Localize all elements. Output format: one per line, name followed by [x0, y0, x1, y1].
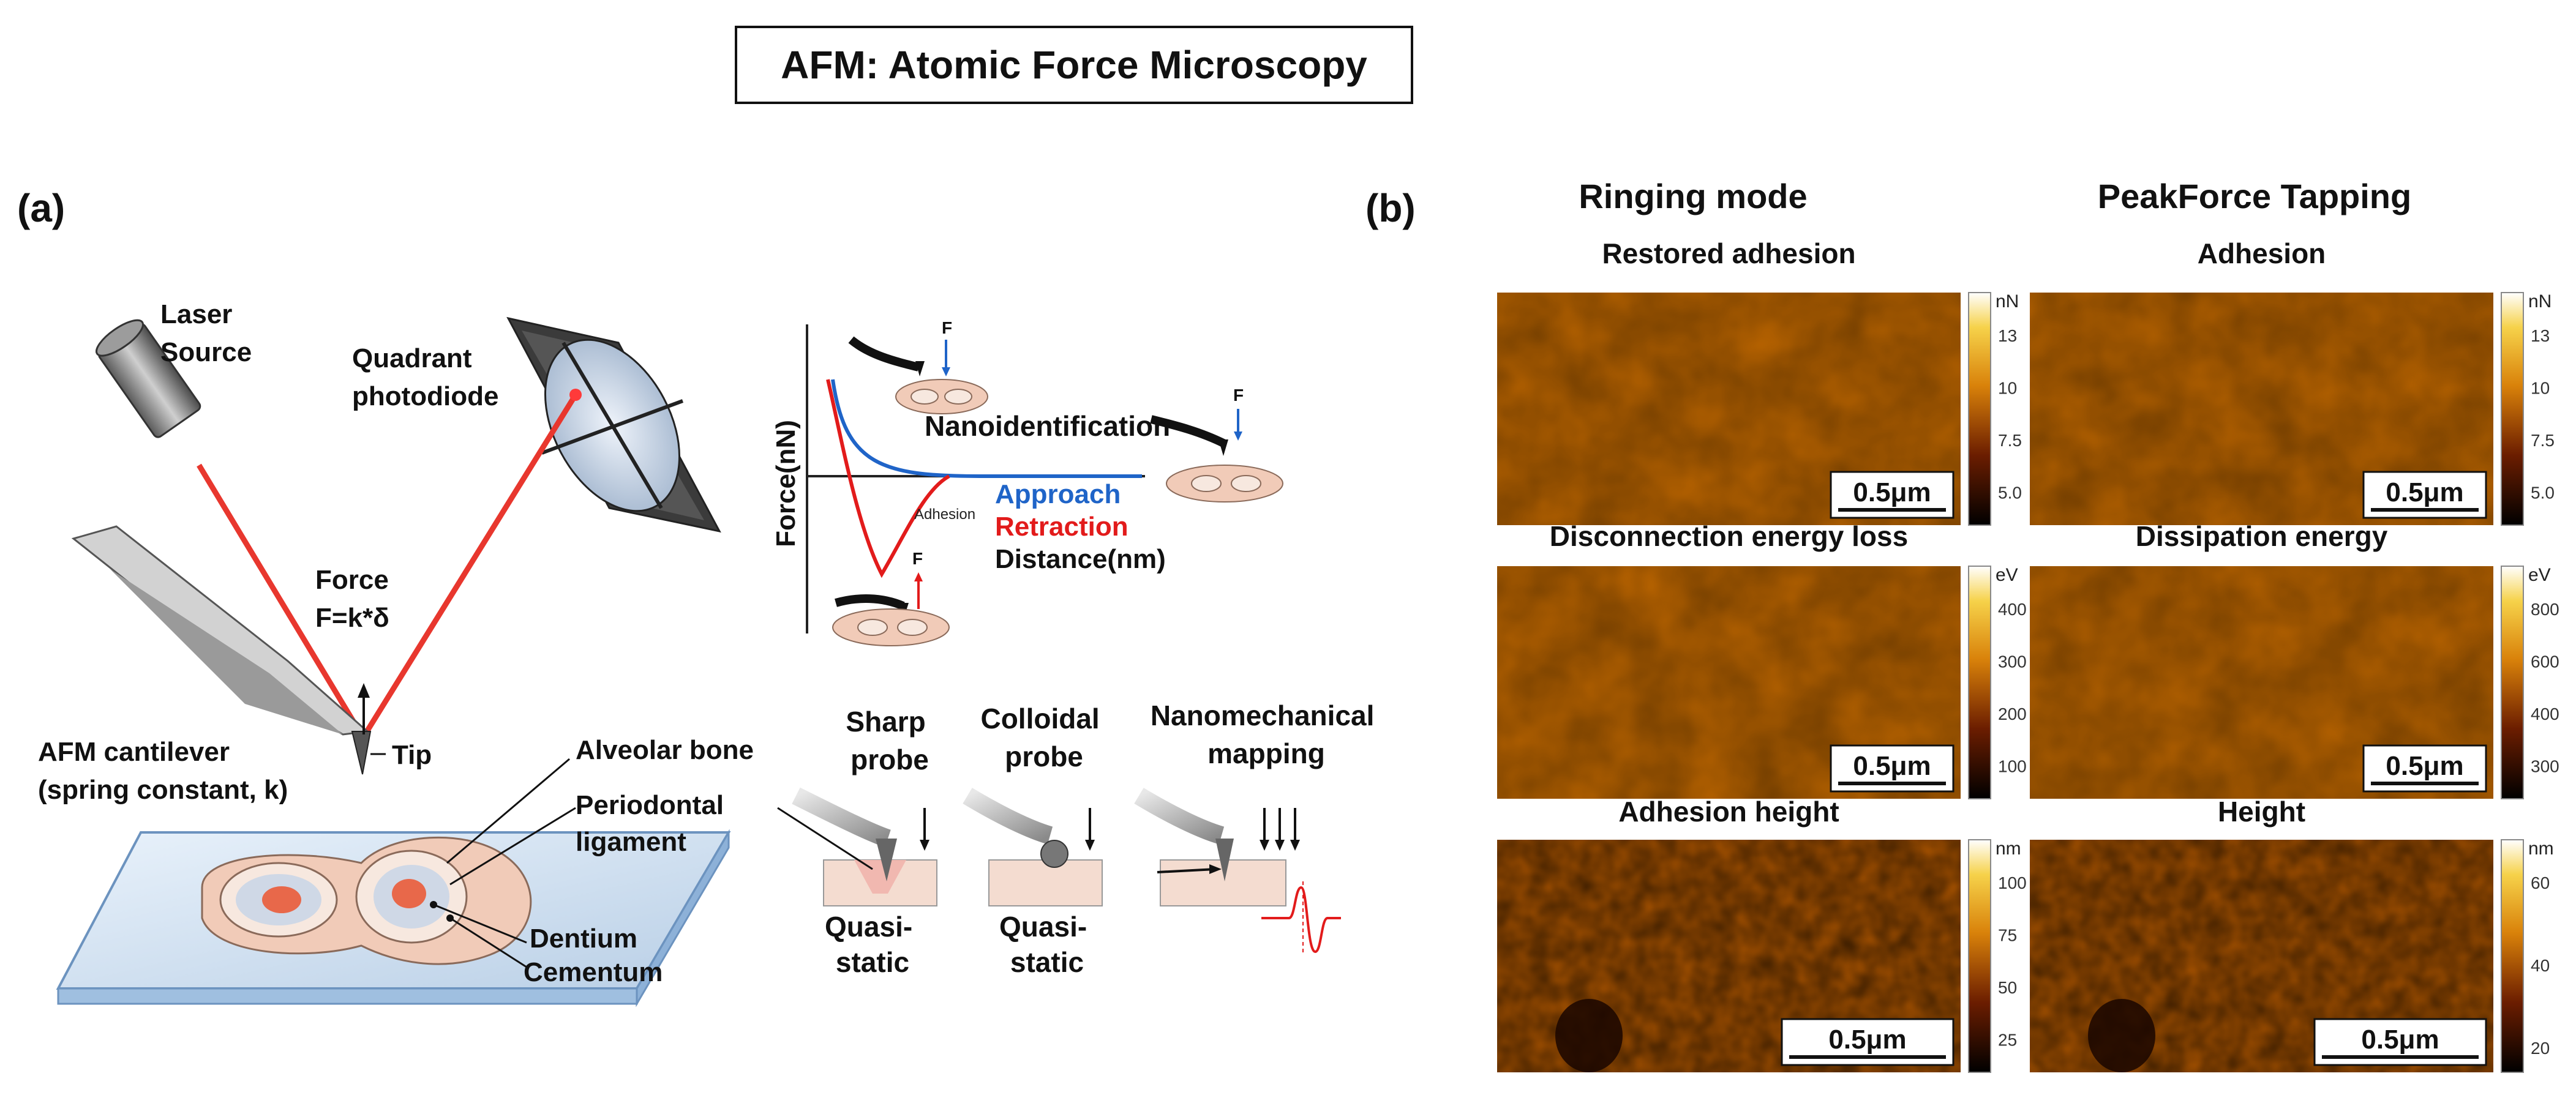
colorbar-tick: 600: [2531, 652, 2559, 671]
colorbar-tick: 100: [1998, 757, 2027, 776]
colorbar-unit: nm: [1996, 839, 2021, 859]
afm-map-3: Disconnection energy loss eV 400 300 200 100 0…: [1497, 520, 2027, 799]
colorbar-tick: 400: [1998, 600, 2027, 619]
colorbar-tick: 5.0: [2531, 484, 2555, 503]
photodiode-label: Quadrant photodiode: [352, 343, 499, 411]
colloidal-probe-label: Colloidal probe: [980, 703, 1107, 772]
nanoidentification-label: Nanoidentification: [925, 410, 1170, 442]
adhesion-curve-label: Adhesion: [914, 506, 975, 523]
colorbar: [2501, 292, 2524, 526]
nanomechanical-mapping-label: Nanomechanical mapping: [1151, 700, 1382, 769]
map-title: Height: [2218, 796, 2305, 828]
laser-reflected-beam: [361, 393, 578, 739]
map-title: Adhesion: [2198, 237, 2326, 269]
colorbar-unit: eV: [2528, 565, 2551, 585]
panel-a-label: (a): [17, 186, 65, 230]
colorbar-tick: 800: [2531, 600, 2559, 619]
force-distance-curve: [806, 324, 1145, 633]
colloidal-probe-icon: [963, 788, 1103, 906]
colorbar-tick: 200: [1998, 704, 2027, 723]
colorbar-tick: 5.0: [1998, 484, 2022, 503]
colorbar-tick: 400: [2531, 704, 2559, 723]
figure-title: AFM: Atomic Force Microscopy: [735, 26, 1413, 104]
sharp-probe-mode: Quasi- static: [825, 911, 920, 978]
colorbar-tick: 40: [2531, 956, 2550, 975]
retraction-label: Retraction: [995, 512, 1128, 542]
colorbar-tick: 10: [1998, 379, 2017, 398]
colorbar: [1968, 292, 1991, 526]
tissue-sample-slide: [56, 829, 731, 1007]
colorbar-tick: 75: [1998, 926, 2017, 945]
scale-bar-label: 0.5μm: [2361, 1025, 2439, 1055]
colorbar-tick: 50: [1998, 978, 2017, 997]
afm-maps-grid: Restored adhesionnN13107.55.00.5μmAdhesi…: [1497, 237, 2559, 1073]
svg-text:F: F: [912, 549, 923, 568]
colorbar-tick: 60: [2531, 873, 2550, 892]
colorbar: [1968, 839, 1991, 1073]
alveolar-bone-label: Alveolar bone: [576, 735, 754, 765]
force-label: Force F=k*δ: [315, 565, 396, 633]
sharp-probe-label: Sharp probe: [846, 706, 933, 775]
panel-b-label: (b): [1365, 186, 1416, 230]
colorbar-tick: 7.5: [1998, 431, 2022, 450]
laser-spot: [569, 389, 582, 401]
scale-bar-label: 0.5μm: [2386, 477, 2463, 507]
colorbar: [1968, 566, 1991, 799]
svg-text:F: F: [942, 318, 952, 337]
sharp-probe-icon: [777, 787, 937, 906]
cementum-label: Cementum: [524, 957, 663, 987]
colorbar: [2501, 839, 2524, 1073]
map-title: Restored adhesion: [1602, 237, 1855, 269]
laser-source-icon: [96, 319, 201, 438]
afm-map-1: Restored adhesion nN 13 10 7.5 5.0 0.5μm: [1497, 237, 2022, 526]
colloidal-probe-mode: Quasi- static: [999, 911, 1095, 978]
afm-cantilever-icon: [71, 525, 372, 775]
dentium-label: Dentium: [530, 924, 637, 954]
colorbar-tick: 13: [1998, 326, 2017, 345]
laser-incident-beam: [197, 463, 366, 739]
afm-map-4: Dissipation energy eV 800 600 400 300 0.5μm: [2030, 520, 2559, 799]
colorbar-tick: 300: [1998, 652, 2027, 671]
colorbar-unit: nN: [2528, 291, 2552, 312]
afm-map-2: Adhesion nN 13 10 7.5 5.0 0.5μm: [2030, 237, 2555, 526]
approach-label: Approach: [995, 479, 1121, 509]
retraction-curve: [826, 379, 950, 578]
scale-bar-label: 0.5μm: [1828, 1025, 1906, 1055]
colorbar-unit: eV: [1996, 565, 2018, 585]
scale-bar-label: 0.5μm: [2386, 751, 2463, 781]
colorbar-tick: 13: [2531, 326, 2550, 345]
cantilever-label: AFM cantilever (spring constant, k): [38, 737, 288, 805]
col-title-ringing: Ringing mode: [1579, 177, 1807, 215]
col-title-peakforce: PeakForce Tapping: [2098, 177, 2411, 215]
tissue-leader-lines: [433, 758, 576, 968]
nanomechanical-mapping-icon: [1134, 788, 1341, 955]
laser-source-label: Laser Source: [160, 299, 252, 367]
colorbar-tick: 100: [1998, 873, 2027, 892]
tip-label: Tip: [392, 740, 432, 770]
distance-axis-label: Distance(nm): [995, 544, 1166, 574]
map-title: Disconnection energy loss: [1550, 520, 1908, 552]
scale-bar-label: 0.5μm: [1853, 751, 1931, 781]
colorbar-tick: 10: [2531, 379, 2550, 398]
map-title: Dissipation energy: [2136, 520, 2388, 552]
periodontal-ligament-label: Periodontal ligament: [576, 790, 731, 857]
colorbar-unit: nN: [1996, 291, 2019, 312]
colorbar-tick: 300: [2531, 757, 2559, 776]
colorbar-tick: 25: [1998, 1031, 2017, 1050]
colorbar-tick: 20: [2531, 1039, 2550, 1058]
colorbar-unit: nm: [2528, 839, 2554, 859]
force-axis-label: Force(nN): [771, 420, 801, 547]
colorbar: [2501, 566, 2524, 799]
colorbar-tick: 7.5: [2531, 431, 2555, 450]
approach-curve: [831, 379, 1142, 478]
scale-bar-label: 0.5μm: [1853, 477, 1931, 507]
afm-map-6: Height nm 60 40 20 0.5μm: [2030, 796, 2554, 1073]
cantilever-mini-icon: F F F: [832, 318, 1283, 646]
afm-map-5: Adhesion height nm 100 75 50 25 0.5μm: [1497, 796, 2027, 1073]
svg-text:F: F: [1233, 386, 1244, 405]
quadrant-photodiode-icon: [506, 316, 721, 533]
map-title: Adhesion height: [1618, 796, 1839, 828]
